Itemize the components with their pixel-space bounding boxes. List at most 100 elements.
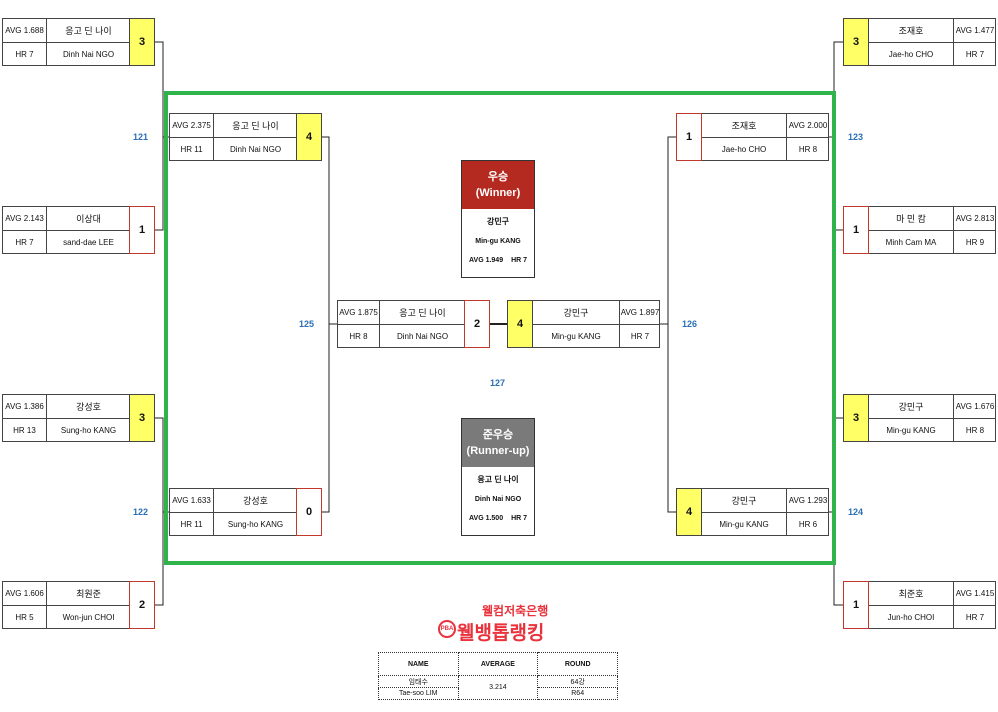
player-hr: HR 6	[786, 513, 829, 536]
player-score: 3	[129, 18, 155, 66]
player-avg: AVG 2.143	[3, 207, 47, 231]
player-hr: HR 7	[619, 325, 660, 348]
player-score: 1	[676, 113, 702, 161]
player-hr: HR 5	[3, 606, 47, 629]
table-cell-name-ko: 임태수	[378, 675, 459, 688]
player-card-right-1[interactable]: 3 조재호 AVG 1.477 Jae-ho CHO HR 7	[843, 18, 996, 66]
player-name-en: Min-gu KANG	[886, 426, 936, 435]
runner-up-avg: AVG 1.500	[468, 515, 504, 522]
player-avg: AVG 1.875	[338, 301, 380, 325]
table-header-average: AVERAGE	[457, 652, 539, 676]
table-cell-round-ko: 64강	[537, 675, 618, 688]
winner-name-en: Min-gu KANG	[475, 238, 521, 245]
player-hr: HR 8	[338, 325, 380, 348]
player-card-right-final[interactable]: 4 강민구 AVG 1.897 Min-gu KANG HR 7	[507, 300, 660, 348]
player-avg: AVG 2.813	[953, 207, 996, 231]
player-hr: HR 7	[3, 231, 47, 254]
player-card-left-1[interactable]: AVG 1.688 응고 딘 나이 HR 7 Dinh Nai NGO 3	[2, 18, 155, 66]
logo-line-2: 웰뱅톱랭킹	[457, 623, 545, 644]
final-stage-frame	[164, 91, 836, 565]
winner-box: 우승 (Winner) 강민구 Min-gu KANG AVG 1.949 HR…	[461, 160, 535, 278]
player-avg: AVG 2.375	[170, 114, 214, 138]
runner-up-name-en: Dinh Nai NGO	[474, 496, 522, 503]
match-number-127: 127	[490, 378, 506, 388]
player-name-en: Dinh Nai NGO	[396, 332, 449, 341]
player-avg: AVG 1.688	[3, 19, 47, 43]
player-name-en: sand-dae LEE	[63, 238, 114, 247]
runner-up-header: 준우승 (Runner-up)	[462, 419, 534, 467]
player-name-ko: 조재호	[869, 19, 953, 43]
winner-avg: AVG 1.949	[468, 257, 504, 264]
winner-hr: HR 7	[511, 257, 528, 264]
player-score: 4	[296, 113, 322, 161]
sponsor-logo: 웰컴저축은행 PBA 웰뱅톱랭킹	[438, 602, 562, 646]
table-header-name: NAME	[378, 652, 459, 676]
table-cell-round-en: R64	[537, 687, 618, 700]
winner-header: 우승 (Winner)	[462, 161, 534, 209]
player-score: 2	[129, 581, 155, 629]
player-score: 4	[507, 300, 533, 348]
player-name-ko: 최원준	[47, 582, 130, 606]
player-name-en: Won-jun CHOI	[62, 613, 115, 622]
player-name-en: Sung-ho KANG	[60, 426, 117, 435]
player-name-en: Jae-ho CHO	[721, 145, 767, 154]
player-card-left-3[interactable]: AVG 1.386 강성호 HR 13 Sung-ho KANG 3	[2, 394, 155, 442]
player-score: 1	[843, 206, 869, 254]
player-name-ko: 강성호	[214, 489, 297, 513]
player-avg: AVG 1.676	[953, 395, 996, 419]
player-name-ko: 마 민 캄	[869, 207, 953, 231]
player-card-left-4[interactable]: AVG 1.606 최원준 HR 5 Won-jun CHOI 2	[2, 581, 155, 629]
player-card-left-qf-2[interactable]: AVG 1.633 강성호 HR 11 Sung-ho KANG 0	[169, 488, 322, 536]
match-number-121: 121	[133, 132, 149, 142]
match-number-126: 126	[682, 319, 698, 329]
player-avg: AVG 1.293	[786, 489, 829, 513]
player-avg: AVG 1.477	[953, 19, 996, 43]
match-number-125: 125	[299, 319, 315, 329]
player-card-left-final[interactable]: AVG 1.875 응고 딘 나이 HR 8 Dinh Nai NGO 2	[337, 300, 490, 348]
player-hr: HR 11	[170, 513, 214, 536]
player-score: 2	[464, 300, 490, 348]
table-header-round: ROUND	[537, 652, 618, 676]
player-name-ko: 조재호	[702, 114, 786, 138]
player-name-ko: 응고 딘 나이	[214, 114, 297, 138]
match-number-123: 123	[848, 132, 864, 142]
player-avg: AVG 1.606	[3, 582, 47, 606]
player-avg: AVG 1.415	[953, 582, 996, 606]
table-cell-average: 3.214	[457, 675, 539, 700]
player-score: 4	[676, 488, 702, 536]
player-card-right-4[interactable]: 1 최준호 AVG 1.415 Jun-ho CHOI HR 7	[843, 581, 996, 629]
player-avg: AVG 1.633	[170, 489, 214, 513]
player-name-en: Minh Cam MA	[885, 238, 937, 247]
pba-badge-icon: PBA	[438, 620, 456, 638]
player-name-en: Min-gu KANG	[551, 332, 601, 341]
winner-title-ko: 우승	[487, 171, 509, 183]
player-name-ko: 응고 딘 나이	[380, 301, 465, 325]
player-card-left-2[interactable]: AVG 2.143 이상대 HR 7 sand-dae LEE 1	[2, 206, 155, 254]
runner-up-box: 준우승 (Runner-up) 응고 딘 나이 Dinh Nai NGO AVG…	[461, 418, 535, 536]
player-name-ko: 강성호	[47, 395, 130, 419]
player-name-en: Min-gu KANG	[719, 520, 769, 529]
player-name-ko: 최준호	[869, 582, 953, 606]
player-name-en: Jae-ho CHO	[888, 50, 934, 59]
player-card-right-qf-2[interactable]: 4 강민구 AVG 1.293 Min-gu KANG HR 6	[676, 488, 829, 536]
player-score: 0	[296, 488, 322, 536]
runner-up-title-ko: 준우승	[482, 429, 514, 441]
player-card-right-qf-1[interactable]: 1 조재호 AVG 2.000 Jae-ho CHO HR 8	[676, 113, 829, 161]
logo-line-1: 웰컴저축은행	[482, 604, 549, 618]
player-hr: HR 13	[3, 419, 47, 442]
player-avg: AVG 1.386	[3, 395, 47, 419]
player-card-right-3[interactable]: 3 강민구 AVG 1.676 Min-gu KANG HR 8	[843, 394, 996, 442]
player-name-en: Dinh Nai NGO	[62, 50, 115, 59]
player-name-ko: 이상대	[47, 207, 130, 231]
player-avg: AVG 2.000	[786, 114, 829, 138]
winner-title-en: (Winner)	[475, 187, 521, 199]
player-score: 3	[843, 394, 869, 442]
player-card-left-qf-1[interactable]: AVG 2.375 응고 딘 나이 HR 11 Dinh Nai NGO 4	[169, 113, 322, 161]
top-ranking-table: NAME AVERAGE ROUND 임태수 3.214 64강 Tae-soo…	[378, 652, 618, 700]
player-card-right-2[interactable]: 1 마 민 캄 AVG 2.813 Minh Cam MA HR 9	[843, 206, 996, 254]
runner-up-hr: HR 7	[511, 515, 528, 522]
player-hr: HR 7	[953, 43, 996, 66]
player-name-ko: 강민구	[702, 489, 786, 513]
player-name-ko: 강민구	[869, 395, 953, 419]
